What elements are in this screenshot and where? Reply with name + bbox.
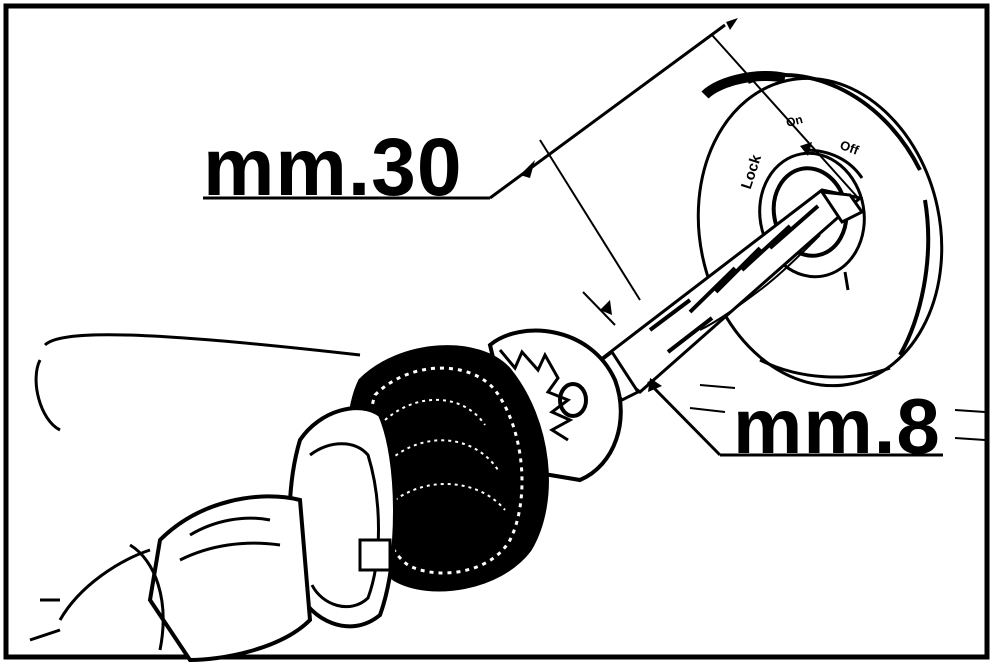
dimension-lines [203,18,986,457]
depth-dimension-label: mm.30 [203,122,463,213]
diameter-dimension-label: mm.8 [733,382,941,470]
border-frame [3,3,990,660]
drill-body [29,333,361,663]
drill-chuck [287,328,623,629]
